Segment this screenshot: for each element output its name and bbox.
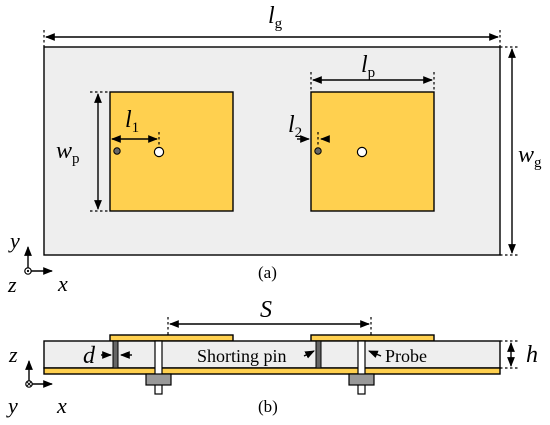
lp-label: lp (361, 52, 375, 81)
probe-left (154, 340, 163, 395)
connector-right (348, 373, 375, 386)
caption-a: (a) (258, 263, 277, 282)
axis-z-dot (26, 269, 30, 273)
patch-right (310, 91, 435, 212)
axis-z2-label: z (8, 342, 18, 367)
axis-y2-label: y (6, 393, 18, 418)
axis-z-label: z (7, 272, 17, 297)
l1-label: l1 (125, 107, 139, 136)
caption-b: (b) (258, 397, 278, 416)
side-view: S d Shorting pin Probe h (b) (43, 297, 538, 416)
axis-x-label: x (57, 271, 68, 296)
h-label: h (526, 342, 538, 368)
patch-left (109, 91, 234, 212)
probe-label: Probe (385, 346, 427, 366)
side-ground-layer (43, 367, 501, 375)
axis-y-label: y (8, 228, 20, 253)
axes-side: z x y (6, 342, 67, 418)
wp-label: wp (56, 138, 80, 167)
top-view: lg wg lp wp l1 l2 (a) (43, 3, 542, 282)
side-patch-right (310, 334, 435, 342)
axes-top: y x z (7, 228, 68, 297)
s-label: S (260, 297, 272, 323)
substrate (43, 340, 501, 369)
shorting-pin-left-dot (113, 147, 121, 155)
shorting-pin-right (315, 340, 322, 369)
shorting-pin-pointer (303, 350, 315, 359)
lg-label: lg (268, 3, 283, 32)
connector-left (145, 373, 172, 386)
shorting-pin-right-dot (314, 147, 322, 155)
probe-left-dot (153, 146, 165, 158)
shorting-pin-left (112, 340, 119, 369)
side-patch-left (109, 334, 234, 342)
wg-label: wg (518, 142, 542, 171)
shorting-pin-label: Shorting pin (197, 346, 287, 366)
l2-label: l2 (288, 112, 302, 141)
axis-y-cross (26, 381, 32, 387)
probe-right (357, 340, 366, 395)
probe-right-dot (356, 146, 368, 158)
d-label: d (83, 343, 96, 369)
probe-pointer (368, 350, 382, 359)
axis-x2-label: x (56, 393, 67, 418)
